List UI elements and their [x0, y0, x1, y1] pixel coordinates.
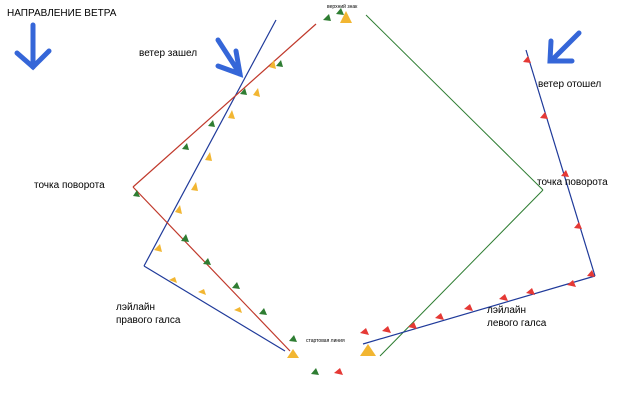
triangle-marker-icon	[240, 88, 247, 95]
triangle-marker-icon	[311, 368, 319, 375]
wind-backed-label: ветер отошел	[538, 79, 601, 90]
triangle-marker-icon	[175, 205, 182, 214]
triangle-marker-icon	[232, 282, 240, 289]
triangle-marker-icon	[182, 143, 189, 150]
layline-starboard-label-line2: правого галса	[116, 315, 181, 326]
triangle-marker-icon	[464, 304, 473, 311]
blue-layline-right	[362, 49, 596, 345]
turn-point-left-label: точка поворота	[34, 180, 105, 191]
marker-group-yellow	[154, 11, 376, 358]
triangle-marker-icon	[360, 344, 376, 356]
triangle-marker-icon	[567, 280, 576, 287]
top-mark-label: верхний знак	[327, 3, 358, 10]
triangle-marker-icon	[587, 270, 595, 277]
triangle-marker-icon	[181, 234, 189, 242]
wind-shifted-arrow-icon	[215, 37, 244, 78]
triangle-marker-icon	[334, 368, 343, 375]
triangle-marker-icon	[360, 328, 369, 335]
triangle-marker-icon	[234, 307, 242, 313]
wind-direction-arrow-icon	[14, 22, 52, 71]
triangle-marker-icon	[540, 112, 548, 119]
triangle-marker-icon	[133, 190, 140, 197]
triangle-marker-icon	[253, 88, 260, 97]
triangle-marker-icon	[154, 244, 162, 252]
triangle-marker-icon	[526, 288, 535, 295]
triangle-marker-icon	[336, 8, 344, 15]
red-course-left	[132, 23, 317, 352]
start-line-label: стартовая линия	[306, 338, 345, 344]
layline-port-label-line1: лэйлайн	[487, 305, 526, 316]
triangle-marker-icon	[259, 308, 267, 315]
triangle-marker-icon	[208, 120, 215, 127]
triangle-marker-icon	[269, 60, 276, 69]
top-mark-marker-icon	[340, 11, 352, 23]
wind-backed-arrow-icon	[547, 30, 582, 64]
triangle-marker-icon	[435, 313, 444, 320]
triangle-marker-icon	[205, 152, 212, 161]
triangle-marker-icon	[287, 349, 299, 358]
turn-point-right-label: точка поворота	[537, 177, 608, 188]
triangle-marker-icon	[198, 289, 206, 295]
wind-shifted-label: ветер зашел	[139, 48, 197, 59]
triangle-marker-icon	[574, 222, 582, 229]
green-course	[365, 14, 544, 357]
triangle-marker-icon	[203, 258, 211, 265]
marker-group-green	[133, 8, 344, 375]
triangle-marker-icon	[191, 182, 198, 191]
layline-starboard-label-line1: лэйлайн	[116, 302, 155, 313]
triangle-marker-icon	[276, 60, 283, 67]
triangle-marker-icon	[323, 14, 331, 21]
blue-layline-left	[143, 19, 286, 352]
triangle-marker-icon	[408, 322, 417, 329]
triangle-marker-icon	[289, 335, 297, 342]
triangle-marker-icon	[228, 110, 235, 119]
triangle-marker-icon	[382, 326, 391, 333]
layline-port-label-line2: левого галса	[487, 318, 547, 329]
marker-group-red	[334, 56, 595, 375]
triangle-marker-icon	[169, 277, 177, 283]
triangle-marker-icon	[499, 294, 508, 301]
triangle-marker-icon	[561, 170, 569, 177]
triangle-marker-icon	[523, 56, 531, 63]
wind-direction-label: НАПРАВЛЕНИЕ ВЕТРА	[7, 8, 117, 19]
